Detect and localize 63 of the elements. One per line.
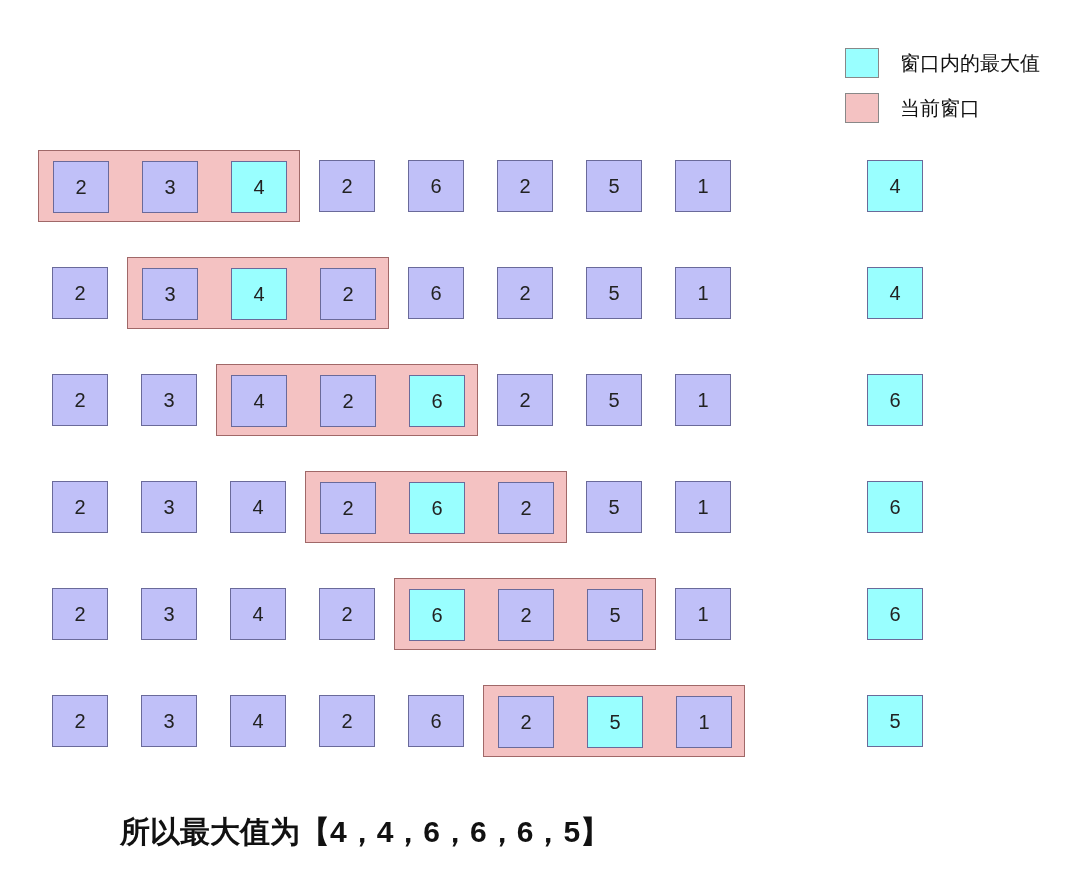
number-cell: 5 [587,589,643,641]
number-cell: 5 [867,695,923,747]
number-cell: 2 [498,482,554,534]
number-cell: 1 [675,481,731,533]
number-cell: 1 [675,588,731,640]
number-cell: 4 [231,268,287,320]
number-cell: 2 [52,588,108,640]
number-cell: 2 [320,268,376,320]
number-cell: 4 [230,695,286,747]
number-cell: 1 [675,267,731,319]
number-cell: 5 [586,374,642,426]
window-frame [38,150,300,222]
number-cell: 3 [142,268,198,320]
number-cell: 2 [52,481,108,533]
window-frame [394,578,656,650]
number-cell: 2 [498,589,554,641]
number-cell: 4 [867,267,923,319]
number-cell: 6 [408,695,464,747]
number-cell: 2 [498,696,554,748]
number-cell: 2 [53,161,109,213]
number-cell: 6 [409,589,465,641]
number-cell: 1 [676,696,732,748]
number-cell: 3 [141,481,197,533]
number-cell: 2 [52,695,108,747]
number-cell: 4 [230,588,286,640]
number-cell: 1 [675,374,731,426]
number-cell: 6 [408,160,464,212]
number-cell: 6 [867,588,923,640]
number-cell: 5 [587,696,643,748]
number-cell: 5 [586,267,642,319]
number-cell: 2 [497,374,553,426]
number-cell: 6 [867,481,923,533]
legend-label: 窗口内的最大值 [900,51,1040,76]
window-frame [216,364,478,436]
number-cell: 6 [409,375,465,427]
number-cell: 3 [141,695,197,747]
number-cell: 3 [141,374,197,426]
number-cell: 4 [231,375,287,427]
number-cell: 5 [586,481,642,533]
number-cell: 2 [319,588,375,640]
window-frame [483,685,745,757]
number-cell: 2 [320,482,376,534]
number-cell: 2 [52,267,108,319]
number-cell: 2 [497,160,553,212]
number-cell: 2 [320,375,376,427]
result-note: 所以最大值为【4，4，6，6，6，5】 [120,814,611,850]
number-cell: 6 [408,267,464,319]
number-cell: 4 [231,161,287,213]
number-cell: 6 [409,482,465,534]
number-cell: 6 [867,374,923,426]
number-cell: 2 [319,695,375,747]
number-cell: 3 [141,588,197,640]
number-cell: 2 [52,374,108,426]
number-cell: 4 [867,160,923,212]
number-cell: 5 [586,160,642,212]
legend-label: 当前窗口 [900,96,980,121]
window-frame [305,471,567,543]
window-frame [127,257,389,329]
number-cell: 1 [675,160,731,212]
number-cell: 3 [142,161,198,213]
number-cell: 4 [230,481,286,533]
number-cell: 2 [319,160,375,212]
number-cell: 2 [497,267,553,319]
